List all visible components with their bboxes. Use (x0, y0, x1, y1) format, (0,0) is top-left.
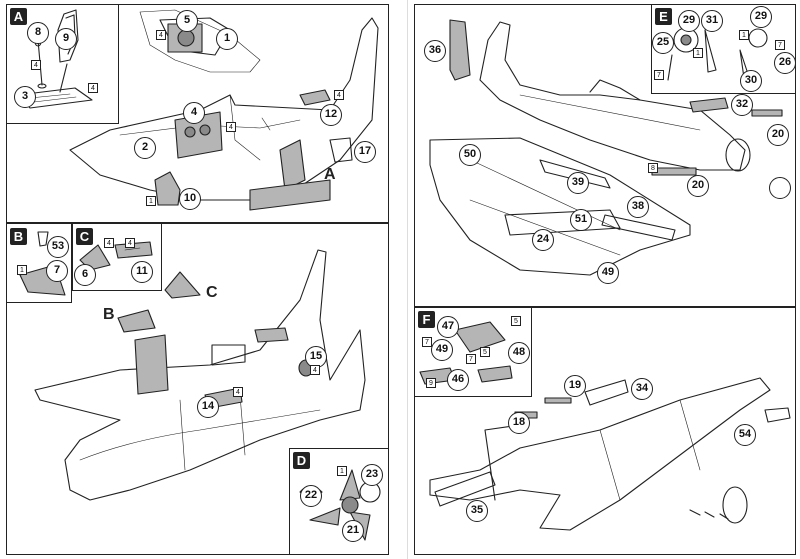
part-51: 51 (570, 209, 592, 231)
ref-1-b: 1 (17, 265, 27, 275)
ref-4-a1: 4 (31, 60, 41, 70)
ref-4-a2: 4 (88, 83, 98, 93)
part-48: 48 (508, 342, 530, 364)
ref-4-c1: 4 (104, 238, 114, 248)
part-26: 26 (774, 52, 796, 74)
part-6: 6 (74, 264, 96, 286)
ref-4-main3: 4 (334, 90, 344, 100)
inset-e (651, 4, 796, 94)
part-31: 31 (701, 10, 723, 32)
part-54: 54 (734, 424, 756, 446)
part-3: 3 (14, 86, 36, 108)
ref-4-main1: 4 (156, 30, 166, 40)
ref-7-f1: 7 (422, 337, 432, 347)
part-5: 5 (176, 10, 198, 32)
part-53: 53 (47, 236, 69, 258)
part-36: 36 (424, 40, 446, 62)
part-2: 2 (134, 137, 156, 159)
part-10: 10 (179, 188, 201, 210)
fuselage-right-art (429, 19, 783, 276)
page-gutter (407, 0, 408, 559)
callout-a: A (324, 166, 336, 183)
part-34: 34 (631, 378, 653, 400)
part-38: 38 (627, 196, 649, 218)
section-label-d: D (293, 452, 310, 469)
part-35: 35 (466, 500, 488, 522)
part-1: 1 (216, 28, 238, 50)
part-9: 9 (55, 28, 77, 50)
part-30: 30 (740, 70, 762, 92)
ref-1-e2: 1 (693, 48, 703, 58)
part-49-f: 49 (431, 339, 453, 361)
part-22: 22 (300, 485, 322, 507)
part-45 (769, 177, 791, 199)
ref-1-e: 1 (739, 30, 749, 40)
section-label-b: B (10, 228, 27, 245)
ref-9-f: 9 (426, 378, 436, 388)
part-39: 39 (567, 172, 589, 194)
part-17: 17 (354, 141, 376, 163)
part-49: 49 (597, 262, 619, 284)
part-18: 18 (508, 412, 530, 434)
part-29-b: 29 (750, 6, 772, 28)
callout-c: C (206, 284, 218, 301)
part-20-lower: 20 (687, 175, 709, 197)
ref-1-main: 1 (146, 196, 156, 206)
ref-7-f2: 7 (466, 354, 476, 364)
section-label-c: C (76, 228, 93, 245)
callout-b: B (103, 306, 115, 323)
part-50: 50 (459, 144, 481, 166)
part-20-upper: 20 (767, 124, 789, 146)
ref-1-d: 1 (337, 466, 347, 476)
part-14: 14 (197, 396, 219, 418)
section-label-f: F (418, 311, 435, 328)
ref-5-f2: 5 (480, 347, 490, 357)
part-23: 23 (361, 464, 383, 486)
part-7: 7 (46, 260, 68, 282)
part-8: 8 (27, 22, 49, 44)
fuselage-assembled-art (34, 249, 366, 501)
part-19: 19 (564, 375, 586, 397)
part-47: 47 (437, 316, 459, 338)
part-32: 32 (731, 94, 753, 116)
section-label-e: E (655, 8, 672, 25)
ref-4-l1: 4 (233, 387, 243, 397)
part-11: 11 (131, 261, 153, 283)
part-46: 46 (447, 369, 469, 391)
part-25: 25 (652, 32, 674, 54)
fuselage-interior-art (69, 9, 379, 211)
prop-art (299, 469, 381, 541)
ref-7-e1: 7 (654, 70, 664, 80)
ref-4-c2: 4 (125, 238, 135, 248)
ref-4-main2: 4 (226, 122, 236, 132)
ref-4-l2: 4 (310, 365, 320, 375)
part-4: 4 (183, 102, 205, 124)
ref-8-right: 8 (648, 163, 658, 173)
ref-5-f: 5 (511, 316, 521, 326)
inset-c-art (79, 241, 153, 271)
part-29-a: 29 (678, 10, 700, 32)
underside-art (429, 377, 791, 531)
part-12: 12 (320, 104, 342, 126)
part-21: 21 (342, 520, 364, 542)
ref-7-e2: 7 (775, 40, 785, 50)
part-24: 24 (532, 229, 554, 251)
section-label-a: A (10, 8, 27, 25)
